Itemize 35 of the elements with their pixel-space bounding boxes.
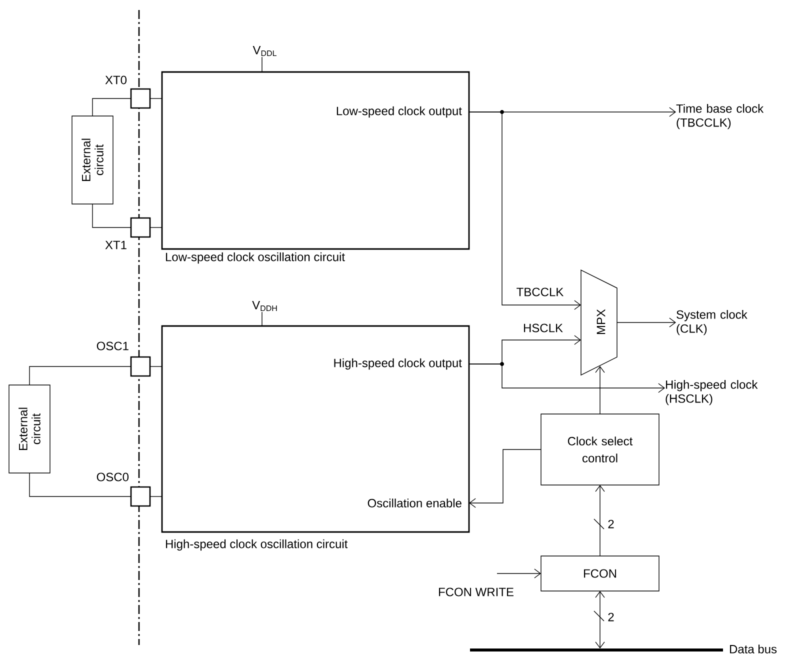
supply-label: V$_{DDL}$ bbox=[252, 46, 276, 56]
block-caption: High-speed clock oscillation circuit bbox=[166, 539, 348, 551]
edge-label: TBCCLK bbox=[515, 286, 565, 298]
arrow bbox=[468, 112, 581, 310]
external-circuit-box: External circuit bbox=[72, 116, 114, 204]
arrow bbox=[595, 591, 605, 648]
control-box: Clock select control bbox=[540, 414, 660, 486]
block-caption: Low-speed clock oscillation circuit bbox=[166, 252, 345, 264]
arrow bbox=[595, 485, 605, 556]
edge-label: FCON WRITE bbox=[437, 586, 515, 598]
external-circuit-box: External circuit bbox=[8, 384, 50, 474]
node-label: Oscillation enable bbox=[368, 498, 462, 508]
arrow bbox=[92, 204, 132, 228]
pin-label: OSC0 bbox=[96, 472, 129, 482]
control-box: FCON bbox=[540, 556, 660, 592]
pin-label: OSC1 bbox=[96, 342, 128, 350]
arrow bbox=[595, 366, 605, 414]
signal-label: High-speed clock (HSCLK) bbox=[666, 380, 758, 406]
arrow bbox=[468, 364, 665, 393]
arrow bbox=[92, 98, 132, 116]
edge-label: HSCLK bbox=[522, 322, 564, 334]
oscillator-block: High-speed clock output Oscillation enable bbox=[161, 325, 470, 533]
pin-label: XT0 bbox=[105, 76, 127, 84]
signal-label: Time base clock (TBCCLK) bbox=[676, 104, 764, 130]
edge-label: 2 bbox=[606, 612, 616, 622]
node-label: High-speed clock output bbox=[334, 358, 462, 370]
oscillator-block: Low-speed clock output bbox=[161, 71, 470, 250]
supply-label: V$_{DDH}$ bbox=[252, 300, 277, 311]
signal-label: System clock (CLK) bbox=[676, 310, 748, 336]
arrow bbox=[469, 449, 542, 508]
arrow bbox=[496, 568, 542, 578]
edge-label: 2 bbox=[606, 518, 616, 530]
bus-label: Data bus bbox=[730, 644, 777, 654]
pin-label: XT1 bbox=[105, 240, 126, 250]
arrow bbox=[616, 318, 676, 328]
